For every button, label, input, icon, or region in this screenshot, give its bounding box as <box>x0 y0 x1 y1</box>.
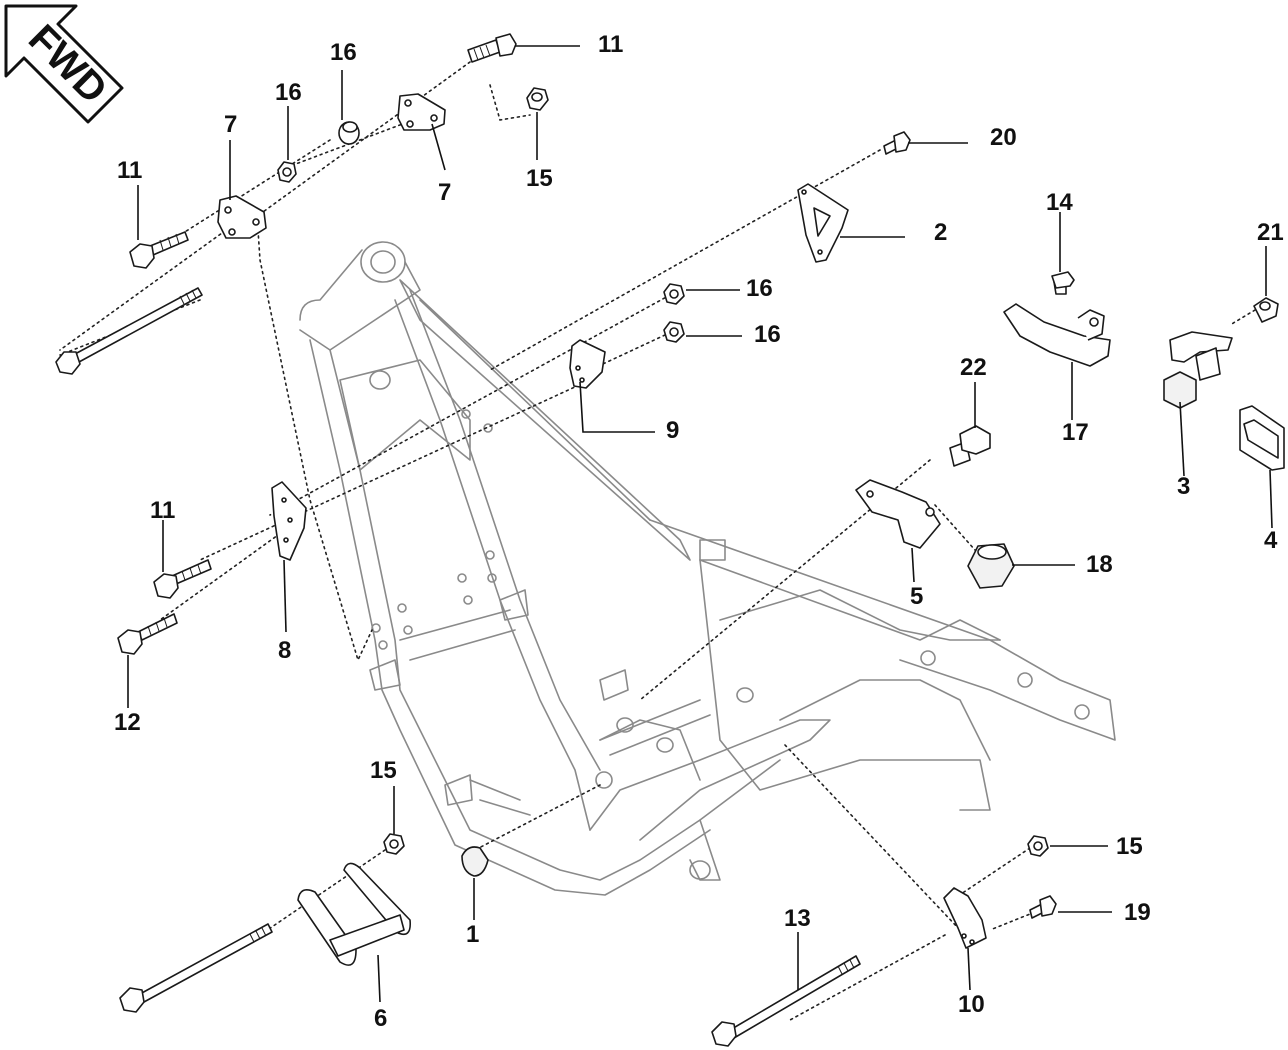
clamp-3-icon <box>1163 331 1233 409</box>
callout-1: 1 <box>466 921 479 948</box>
callout-13: 13 <box>784 905 811 932</box>
plate-8-icon <box>271 481 307 561</box>
long-bolt-icon <box>55 287 203 375</box>
rubber-cap-18-icon <box>967 543 1015 589</box>
fwd-arrow-icon: FWD <box>4 4 124 124</box>
bolt-11-top-icon <box>467 33 517 63</box>
nut-16-top-icon <box>338 121 360 145</box>
nut-15-top-icon <box>526 87 549 111</box>
callout-2: 2 <box>934 219 947 246</box>
plate-2-icon <box>797 183 849 263</box>
callout-5: 5 <box>910 583 923 610</box>
callout-11: 11 <box>150 497 175 524</box>
callout-6: 6 <box>374 1005 387 1032</box>
callout-7: 7 <box>224 111 237 138</box>
callout-15: 15 <box>370 757 397 784</box>
bracket-5-icon <box>855 479 941 549</box>
motorcycle-frame <box>299 241 1116 896</box>
leader-lines <box>127 45 1273 1003</box>
guard-17-icon <box>1003 303 1111 367</box>
callout-22: 22 <box>960 354 987 381</box>
callout-16: 16 <box>275 79 302 106</box>
long-bolt-13-icon <box>711 955 861 1047</box>
callout-4: 4 <box>1264 527 1278 554</box>
screw-19-icon <box>883 131 911 155</box>
callout-16: 16 <box>746 275 773 302</box>
callout-3: 3 <box>1177 473 1190 500</box>
callout-17: 17 <box>1062 419 1089 446</box>
parts <box>55 33 1285 1047</box>
callout-20: 21 <box>1257 219 1284 246</box>
callout-14: 14 <box>1046 189 1073 216</box>
screw-21-icon <box>1029 895 1057 919</box>
bolt-11-mid-icon <box>153 559 212 599</box>
plug-1-icon <box>461 846 489 877</box>
callout-21: 19 <box>1124 899 1151 926</box>
callout-18: 18 <box>1086 551 1113 578</box>
nut-16-left-icon <box>277 161 297 183</box>
bolt-11-left-icon <box>129 231 189 269</box>
link-6-icon <box>297 862 412 966</box>
callout-11: 11 <box>117 157 142 184</box>
assembly-guide-lines <box>59 61 1256 1021</box>
callout-labels: 11 16 16 7 7 15 11 20 2 16 16 9 14 17 21… <box>114 31 1284 1032</box>
callout-15: 15 <box>1116 833 1143 860</box>
bracket-10-icon <box>943 887 987 949</box>
callout-9: 9 <box>666 417 679 444</box>
bolt-12-icon <box>117 613 178 655</box>
callout-12: 12 <box>114 709 141 736</box>
bracket-9-icon <box>569 339 606 389</box>
nut-16-mid-lower-icon <box>663 321 685 343</box>
callout-11: 11 <box>598 31 623 58</box>
bracket-7-left-icon <box>217 195 267 239</box>
long-bolt-6-icon <box>119 923 273 1013</box>
callout-8: 8 <box>278 637 291 664</box>
bracket-7-top-icon <box>397 93 446 131</box>
nut-15-lower-icon <box>383 833 405 855</box>
screw-20-icon <box>1253 297 1279 323</box>
callout-16: 16 <box>754 321 781 348</box>
cover-4-icon <box>1239 405 1285 471</box>
callout-10: 10 <box>958 991 985 1018</box>
callout-19: 20 <box>990 124 1017 151</box>
callout-15: 15 <box>526 165 553 192</box>
bolt-22-icon <box>949 425 991 467</box>
callout-7: 7 <box>438 179 451 206</box>
callout-16: 16 <box>330 39 357 66</box>
nut-16-mid-upper-icon <box>663 283 685 305</box>
screw-14-icon <box>1051 271 1075 295</box>
nut-15-right-icon <box>1027 835 1049 857</box>
